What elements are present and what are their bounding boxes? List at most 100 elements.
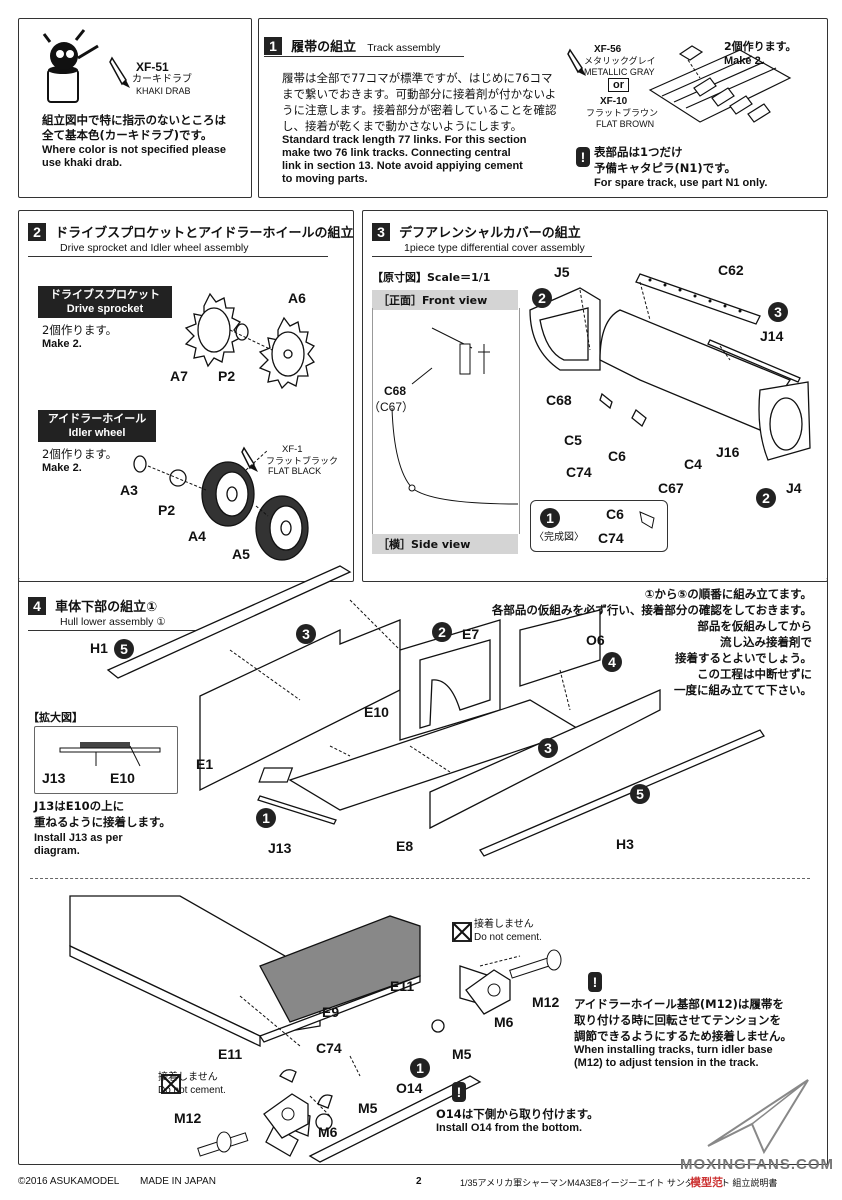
tag-en: Drive sprocket — [66, 303, 144, 315]
part-e8: E8 — [396, 838, 414, 854]
scale-c67: （C67） — [368, 400, 415, 414]
track-links-diagram — [648, 45, 792, 123]
step-2-right: 2 — [756, 488, 776, 508]
section-number: 4 — [28, 597, 46, 615]
hull-lower-exploded-diagram — [106, 565, 765, 857]
drive-sprocket-tag: ドライブスプロケット Drive sprocket — [38, 286, 172, 318]
part-e9: E9 — [322, 1004, 340, 1020]
part-j16: J16 — [716, 444, 740, 460]
section1-underline — [264, 56, 464, 57]
step-2-left: 2 — [532, 288, 552, 308]
step-e7: 2 — [432, 622, 452, 642]
complete-c6: C6 — [606, 506, 624, 522]
step-o6: 4 — [602, 652, 622, 672]
hull-suspension-diagram — [69, 895, 521, 1163]
section3-box — [362, 210, 828, 582]
section1-text-jp-4: し、接着が乾くまで動かさないようにします。 — [282, 119, 523, 133]
part-e11-top: E11 — [390, 978, 415, 994]
section-title-en: Track assembly — [367, 42, 441, 54]
spare-jp-1: 表部品は1つだけ — [594, 145, 683, 159]
section-number: 2 — [28, 223, 46, 241]
watermark-red-text: 模型范 — [690, 1174, 723, 1190]
idler-jp-3: 調節できるようにするため接着しません。 — [574, 1029, 793, 1043]
make1-jp: 2個作ります。 — [42, 323, 118, 337]
step-h3: 5 — [630, 784, 650, 804]
note-en-line2: use khaki drab. — [42, 157, 123, 169]
part-c68: C68 — [546, 392, 572, 408]
section-title-en: Hull lower assembly ① — [60, 616, 166, 628]
section1-text-jp-2: まで繋いでおきます。可動部分に接着剤が付かないよ — [282, 87, 557, 101]
note-jp-line2: 全て基本色(カーキドラブ)です。 — [42, 128, 213, 142]
page-number: 2 — [416, 1176, 422, 1187]
part-h3: H3 — [616, 836, 634, 852]
note-en-line1: Where color is not specified please — [42, 144, 226, 156]
warning-icon: ! — [576, 147, 590, 167]
warning-icon-o14: ! — [452, 1082, 466, 1102]
tag-jp: ドライブスプロケット — [50, 288, 160, 301]
step-e8: 3 — [538, 738, 558, 758]
section1-text-en-2: make two 76 link tracks. Connecting cent… — [282, 147, 511, 159]
section1-text-en-1: Standard track length 77 links. For this… — [282, 134, 527, 146]
scale-drawing — [391, 327, 519, 505]
step-3: 3 — [768, 302, 788, 322]
section4-divider — [30, 878, 810, 879]
part-c67: C67 — [658, 480, 684, 496]
idler-jp-2: 取り付ける時に回転させてテンションを — [574, 1013, 781, 1027]
paint-a-code: XF-56 — [594, 44, 622, 55]
s4-instr-5: 接着するとよいでしょう。 — [675, 651, 812, 665]
differential-cover-diagram — [529, 273, 811, 461]
step-e1: 3 — [296, 624, 316, 644]
no-cement-icon-top — [452, 922, 472, 942]
scale-label: 【原寸図】Scale＝1/1 — [372, 271, 491, 284]
paint-a-jp: メタリックグレイ — [584, 56, 656, 66]
part-h1: H1 — [90, 640, 108, 656]
make1-en: Make 2. — [42, 338, 82, 350]
part-p2-idler: P2 — [158, 502, 176, 518]
part-m12-top: M12 — [532, 994, 560, 1010]
paint-b-jp: フラットブラウン — [586, 108, 659, 118]
idler-axle-m12-bottom — [197, 1131, 249, 1157]
part-j14: J14 — [760, 328, 784, 344]
idler-jp-1: アイドラーホイール基部(M12)は履帯を — [574, 997, 784, 1011]
section2-header: 2 ドライブスプロケットとアイドラーホイールの組立 — [28, 222, 353, 241]
section1-text-jp-1: 履帯は全部で77コマが標準ですが、はじめに76コマ — [282, 71, 553, 85]
or-box: or — [608, 78, 629, 92]
section-title-en: 1piece type differential cover assembly — [404, 242, 585, 254]
paint-b-en: FLAT BROWN — [596, 119, 655, 129]
part-o6: O6 — [586, 632, 605, 648]
enlarge-jp-1: J13はE10の上に — [34, 799, 125, 813]
part-p2-sprocket: P2 — [218, 368, 236, 384]
paint-name-jp: カーキドラブ — [132, 74, 192, 85]
complete-c74: C74 — [598, 530, 624, 546]
part-m5-bottom: M5 — [358, 1100, 378, 1116]
idler-wheel-tag: アイドラーホイール Idler wheel — [38, 410, 156, 442]
s4-instr-2: 各部品の仮組みを必ず行い、接着部分の確認をしておきます。 — [491, 603, 812, 617]
part-e10: E10 — [364, 704, 389, 720]
paint-xf1-en: FLAT BLACK — [268, 466, 322, 476]
step-j13: 1 — [256, 808, 276, 828]
part-c74: C74 — [566, 464, 592, 480]
complete-part-sketch — [639, 511, 655, 529]
enlarge-label: 【拡大図】 — [28, 711, 83, 724]
s4-instr-1: ①から⑤の順番に組み立てます。 — [644, 587, 812, 601]
paint-brush-icon — [567, 48, 586, 76]
paint-brush-mascot-icon — [42, 29, 99, 103]
part-c4: C4 — [684, 456, 702, 472]
no-cement-en-bottom: Do not cement. — [158, 1085, 226, 1096]
part-c62: C62 — [718, 262, 744, 278]
no-cement-icon-bottom — [161, 1074, 182, 1094]
enlarge-e10: E10 — [110, 770, 135, 786]
tag-en: Idler wheel — [68, 427, 126, 439]
s4-instr-6: この工程は中断せずに — [697, 667, 812, 681]
section3-header: 3 デフアレンシャルカバーの組立 — [372, 222, 581, 241]
step-1: 1 — [540, 508, 560, 528]
section1-make-en: Make 2. — [724, 55, 764, 67]
section1-text-jp-3: うに注意します。接着部分が密着していることを確認 — [282, 103, 557, 117]
section3-underline — [372, 256, 592, 257]
idler-base-m6-bottom — [263, 1093, 309, 1139]
part-j5: J5 — [554, 264, 570, 280]
part-a6: A6 — [288, 290, 306, 306]
step-o14: 1 — [410, 1058, 430, 1078]
paint-xf1-code: XF-1 — [282, 444, 303, 455]
front-view-bar: ［正面］Front view — [372, 290, 518, 310]
